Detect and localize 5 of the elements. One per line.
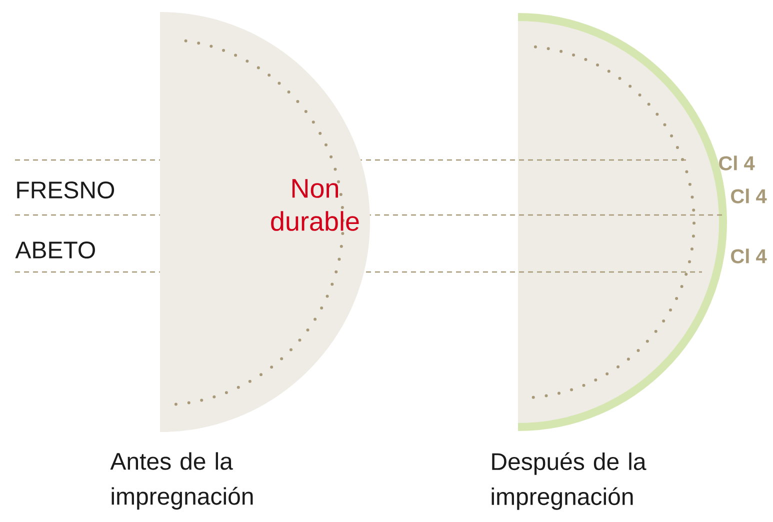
node-label: Después de la impregnación: [492, 452, 646, 510]
label: FRESNO: [17, 182, 114, 198]
node-label: Antes de la impregnación: [110, 452, 253, 510]
label: ABETO: [15, 242, 95, 258]
label: Cl 4: [719, 156, 755, 170]
